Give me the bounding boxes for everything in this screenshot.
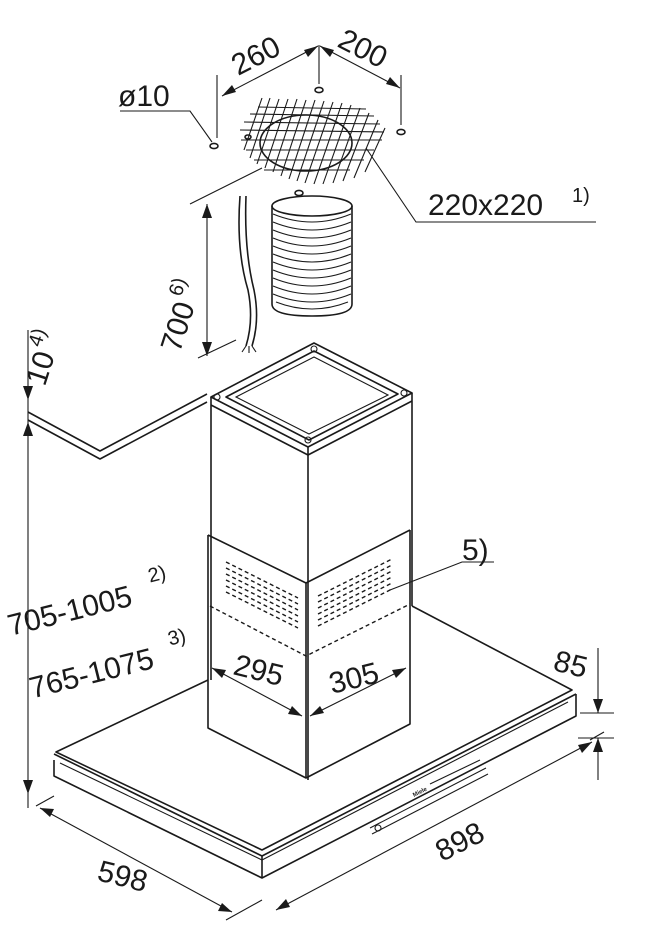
duct-opening-label: 220x220: [428, 189, 543, 222]
height-range-1-note: 2): [146, 562, 169, 588]
mounting-hole: [314, 86, 324, 94]
hole-diameter-label: ø10: [118, 80, 170, 113]
canopy-thickness-label: 85: [550, 645, 590, 685]
height-dimension: [23, 330, 33, 808]
bracket-depth-label: 200: [333, 23, 393, 75]
height-range-2-label: 765-1075: [26, 643, 157, 706]
ceiling-gap-label: 10: [20, 347, 62, 389]
chimney-width-label: 305: [326, 657, 383, 701]
hose-length-note: 6): [165, 275, 191, 299]
canopy: Miele: [53, 605, 577, 879]
vent-grille-left: [225, 561, 299, 629]
canopy-width-dimension: [275, 731, 605, 911]
ceiling-line: [27, 393, 208, 460]
mounting-hole: [294, 189, 304, 197]
duct-opening-note: 1): [572, 185, 590, 207]
hose-length-dimension: [189, 167, 263, 359]
ceiling-gap-note: 4): [25, 326, 51, 350]
chimney-lower: [207, 529, 494, 779]
power-cable: [238, 195, 258, 353]
chimney-depth-label: 295: [230, 649, 287, 693]
chimney-upper: [210, 342, 413, 780]
vent-note-label: 5): [462, 534, 489, 567]
duct-opening-circle: [259, 114, 353, 172]
canopy-width-label: 898: [430, 816, 490, 868]
mounting-hole: [209, 142, 219, 150]
canopy-depth-label: 598: [94, 855, 151, 899]
hose-length-label: 700: [155, 298, 202, 356]
height-range-2-note: 3): [166, 625, 189, 651]
mounting-hole: [396, 128, 406, 136]
ceiling-bracket: [120, 45, 596, 223]
vent-grille-right: [317, 558, 393, 627]
canopy-depth-dimension: [35, 795, 263, 921]
height-range-1-label: 705-1005: [4, 580, 135, 643]
flexible-duct-hose: [271, 195, 353, 317]
canopy-thickness-dimension: [578, 648, 614, 780]
mounting-hole: [244, 134, 252, 140]
bracket-width-label: 260: [226, 30, 286, 82]
